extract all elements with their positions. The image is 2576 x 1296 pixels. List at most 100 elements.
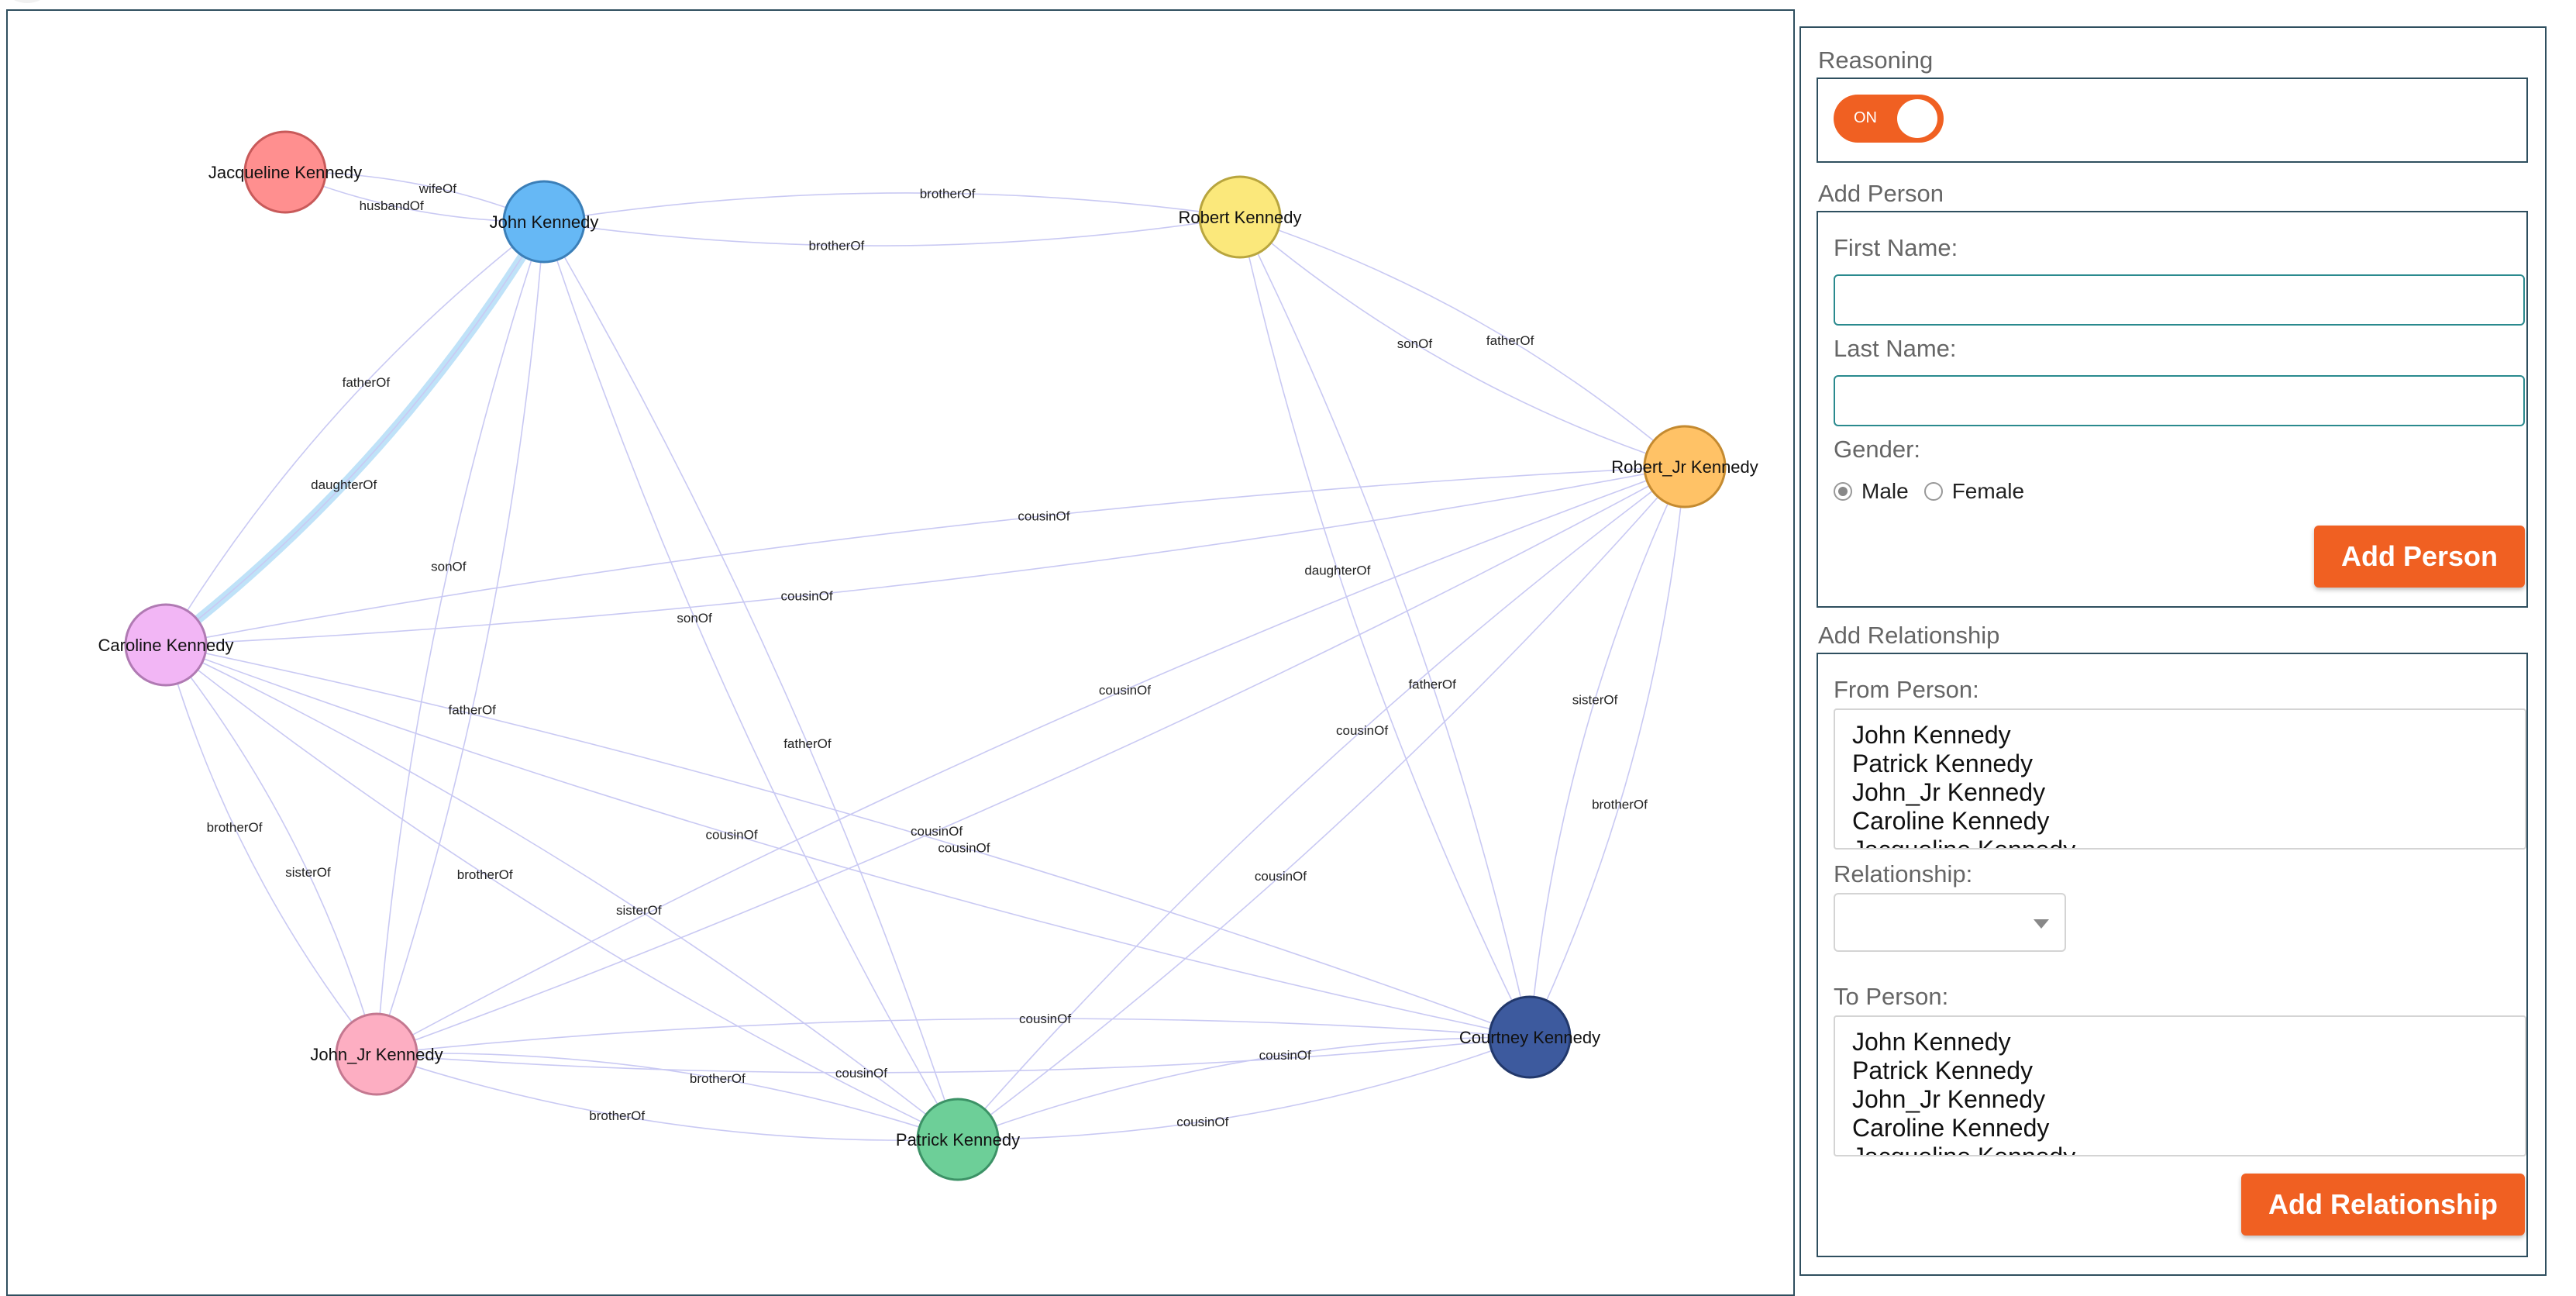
edge-label: cousinOf: [1176, 1115, 1228, 1129]
relationship-edge[interactable]: [165, 221, 545, 646]
edge-label: cousinOf: [1259, 1048, 1311, 1063]
reasoning-toggle[interactable]: ON: [1834, 95, 1944, 143]
gender-male-label[interactable]: Male: [1861, 479, 1909, 503]
relationship-edge[interactable]: [165, 644, 377, 1055]
relationship-edge[interactable]: [543, 192, 1241, 222]
edge-label: brotherOf: [589, 1108, 645, 1123]
to-person-listbox[interactable]: John Kennedy Patrick Kennedy John_Jr Ken…: [1834, 1015, 2526, 1156]
edge-label: cousinOf: [1255, 869, 1307, 884]
person-node-patrick[interactable]: [916, 1098, 1000, 1181]
person-node-robert-jr[interactable]: [1643, 425, 1727, 508]
from-person-option[interactable]: Patrick Kennedy: [1852, 750, 2034, 777]
relationship-edge[interactable]: [957, 1036, 1531, 1140]
relationship-edge[interactable]: [376, 466, 1686, 1055]
add-person-box: First Name: Last Name: Gender: Male Fema…: [1817, 211, 2528, 608]
relationship-edge[interactable]: [165, 466, 1686, 646]
from-person-option[interactable]: John_Jr Kennedy: [1852, 778, 2046, 806]
relationship-edge[interactable]: [543, 216, 1241, 246]
reasoning-box: ON: [1817, 78, 2528, 163]
add-relationship-title: Add Relationship: [1818, 622, 2000, 649]
edge-label: cousinOf: [781, 588, 833, 603]
relationship-edge[interactable]: [1239, 216, 1531, 1038]
relationship-edge[interactable]: [376, 1036, 1531, 1074]
from-person-option[interactable]: Jacqueline Kennedy: [1852, 836, 2076, 850]
edge-label: fatherOf: [1486, 333, 1534, 348]
edge-label: fatherOf: [783, 736, 832, 751]
relationship-edge[interactable]: [1529, 466, 1686, 1038]
gender-male-radio[interactable]: [1834, 482, 1852, 501]
gender-female-radio[interactable]: [1923, 482, 1943, 501]
relationship-edge[interactable]: [1239, 216, 1531, 1038]
to-person-options: John Kennedy Patrick Kennedy John_Jr Ken…: [1835, 1017, 2525, 1156]
edge-label: brotherOf: [1592, 798, 1648, 812]
relationship-edge[interactable]: [163, 219, 549, 649]
to-person-option[interactable]: Caroline Kennedy: [1852, 1114, 2050, 1142]
relationship-edge[interactable]: [543, 221, 959, 1140]
person-node-label: Robert_Jr Kennedy: [1611, 457, 1758, 477]
relationship-edge[interactable]: [1239, 216, 1686, 467]
to-person-option[interactable]: John_Jr Kennedy: [1852, 1085, 2046, 1113]
last-name-input[interactable]: [1834, 375, 2525, 426]
relationship-edge[interactable]: [376, 1053, 959, 1141]
relationship-edge[interactable]: [165, 644, 377, 1055]
person-node-john[interactable]: [502, 180, 586, 264]
edge-label: cousinOf: [1018, 509, 1069, 524]
to-person-label: To Person:: [1834, 983, 1949, 1010]
relationship-edge[interactable]: [165, 644, 1531, 1038]
gender-female-label[interactable]: Female: [1951, 479, 2025, 503]
person-node-label: Robert Kennedy: [1179, 208, 1302, 227]
to-person-option[interactable]: Jacqueline Kennedy: [1852, 1143, 2076, 1156]
edge-label: sonOf: [677, 611, 712, 626]
person-node-label: Caroline Kennedy: [98, 636, 234, 655]
first-name-input[interactable]: [1834, 274, 2525, 326]
relationship-edge[interactable]: [376, 221, 545, 1055]
person-node-label: Patrick Kennedy: [896, 1130, 1020, 1150]
toggle-knob: [1897, 99, 1937, 138]
edge-label: brotherOf: [690, 1071, 746, 1086]
from-person-option[interactable]: John Kennedy: [1852, 721, 2011, 749]
to-person-option[interactable]: Patrick Kennedy: [1852, 1056, 2034, 1084]
add-person-button[interactable]: Add Person: [2314, 526, 2525, 588]
relationship-edge[interactable]: [1239, 216, 1686, 467]
relationship-select[interactable]: [1834, 893, 2066, 952]
relationship-edge[interactable]: [957, 1036, 1531, 1140]
person-node-caroline[interactable]: [124, 603, 208, 687]
relationship-label: Relationship:: [1834, 860, 1973, 888]
edge-label: sonOf: [1397, 336, 1433, 351]
person-node-john-jr[interactable]: [335, 1012, 418, 1096]
edge-label: wifeOf: [418, 181, 456, 196]
edge-label: cousinOf: [1336, 723, 1388, 738]
relationship-edge[interactable]: [957, 466, 1686, 1140]
person-node-label: John_Jr Kennedy: [310, 1045, 443, 1064]
relationship-edge[interactable]: [376, 1018, 1531, 1055]
person-node-label: John Kennedy: [490, 212, 599, 232]
edge-label: brotherOf: [920, 186, 976, 201]
from-person-listbox[interactable]: John Kennedy Patrick Kennedy John_Jr Ken…: [1834, 708, 2526, 850]
relationship-edge[interactable]: [165, 644, 959, 1140]
relationship-edge[interactable]: [165, 466, 1686, 646]
to-person-option[interactable]: John Kennedy: [1852, 1028, 2011, 1056]
relationship-edge[interactable]: [376, 1053, 959, 1140]
edge-label: sisterOf: [285, 865, 331, 880]
relationship-edge[interactable]: [1529, 466, 1686, 1038]
relationship-edge[interactable]: [165, 644, 959, 1140]
person-node-robert[interactable]: [1198, 175, 1282, 259]
corner-decoration: [0, 0, 54, 3]
gender-label: Gender:: [1834, 436, 1921, 463]
add-relationship-box: From Person: John Kennedy Patrick Kenned…: [1817, 653, 2528, 1257]
add-relationship-button[interactable]: Add Relationship: [2241, 1174, 2525, 1236]
relationship-edge[interactable]: [543, 221, 959, 1140]
relationship-edge[interactable]: [376, 466, 1686, 1055]
relationship-edge[interactable]: [957, 466, 1686, 1140]
edge-label: daughterOf: [311, 477, 377, 492]
person-node-courtney[interactable]: [1488, 995, 1572, 1079]
relationship-edge[interactable]: [165, 644, 1531, 1038]
from-person-option[interactable]: Caroline Kennedy: [1852, 807, 2050, 835]
person-node-jacqueline[interactable]: [243, 130, 327, 214]
edge-label: sonOf: [431, 560, 467, 574]
relationship-edge[interactable]: [376, 221, 545, 1055]
